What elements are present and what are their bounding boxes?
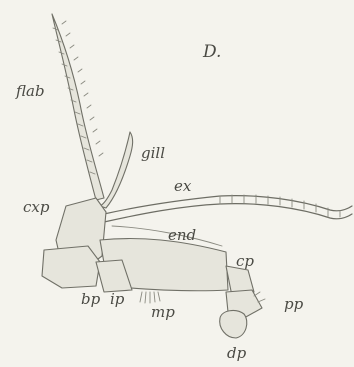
label-mp: mp (151, 305, 175, 320)
panel-label: D. (203, 44, 221, 61)
label-dp: dp (227, 346, 246, 361)
label-ex: ex (174, 179, 191, 194)
exopod-shape (104, 195, 352, 222)
label-flab: flab (16, 84, 45, 99)
label-cxp: cxp (23, 200, 49, 215)
flabellum-shape (52, 14, 104, 200)
dactylopodite-shape (220, 311, 247, 338)
basipodite-shape (42, 246, 100, 288)
label-end: end (168, 228, 196, 243)
label-bp: bp (81, 292, 100, 307)
meropodite-setae (140, 292, 160, 303)
gill-shape (100, 132, 133, 208)
label-gill: gill (141, 146, 165, 161)
label-ip: ip (110, 292, 124, 307)
label-pp: pp (284, 297, 303, 312)
label-cp: cp (236, 254, 254, 269)
